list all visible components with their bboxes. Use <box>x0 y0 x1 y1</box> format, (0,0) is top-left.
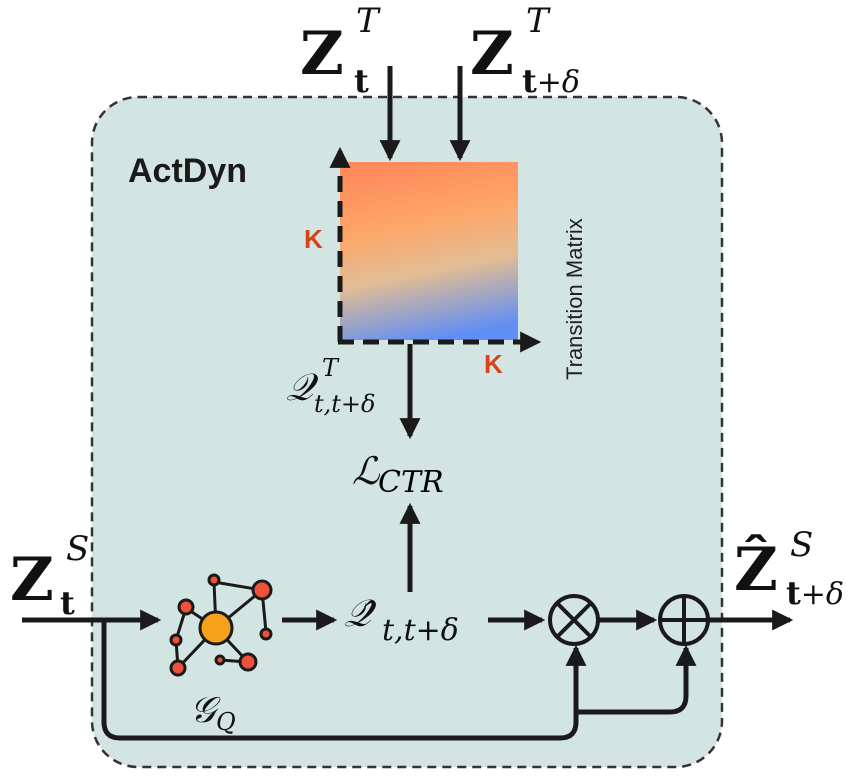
input-z-t-T: Z T t <box>300 1 381 100</box>
svg-text:Ẑ: Ẑ <box>734 534 778 605</box>
svg-text:S: S <box>66 529 89 569</box>
svg-text:S: S <box>790 525 813 565</box>
svg-text:t+δ: t+δ <box>786 574 844 612</box>
svg-text:T: T <box>356 1 381 41</box>
svg-text:Q: Q <box>216 708 236 736</box>
svg-text:t: t <box>60 584 75 622</box>
svg-text:Z: Z <box>470 19 514 89</box>
svg-text:t+δ: t+δ <box>522 62 580 100</box>
svg-text:t: t <box>354 62 369 100</box>
add-operator <box>658 594 710 646</box>
transition-matrix <box>340 162 518 340</box>
graph-label: 𝒢 Q <box>190 690 236 736</box>
svg-text:CTR: CTR <box>378 465 444 500</box>
svg-text:T: T <box>526 1 551 41</box>
svg-text:t,t+δ: t,t+δ <box>314 390 375 418</box>
output-z-hat-label: Ẑ S t+δ <box>734 525 844 612</box>
svg-text:Z: Z <box>10 545 54 615</box>
module-title: ActDyn <box>128 152 247 190</box>
graph-network-icon <box>169 573 273 677</box>
svg-text:T: T <box>322 354 340 382</box>
loss-ctr-label: ℒ CTR <box>352 449 444 500</box>
svg-text:t,t+δ: t,t+δ <box>382 613 459 648</box>
matrix-side-label: Transition Matrix <box>562 218 587 380</box>
svg-text:ℒ: ℒ <box>352 449 381 493</box>
input-z-t-delta-T: Z T t+δ <box>470 1 580 100</box>
skip-connection-to-add <box>576 644 697 715</box>
input-z-t-S: Z S t <box>10 529 89 622</box>
skip-connection-path <box>101 620 587 741</box>
matrix-axis-label-k-horizontal: K <box>484 349 503 379</box>
q-target-label: 𝒬 T t,t+δ <box>286 354 375 418</box>
svg-text:Z: Z <box>300 19 344 89</box>
matrix-axis-label-k-vertical: K <box>304 224 323 254</box>
